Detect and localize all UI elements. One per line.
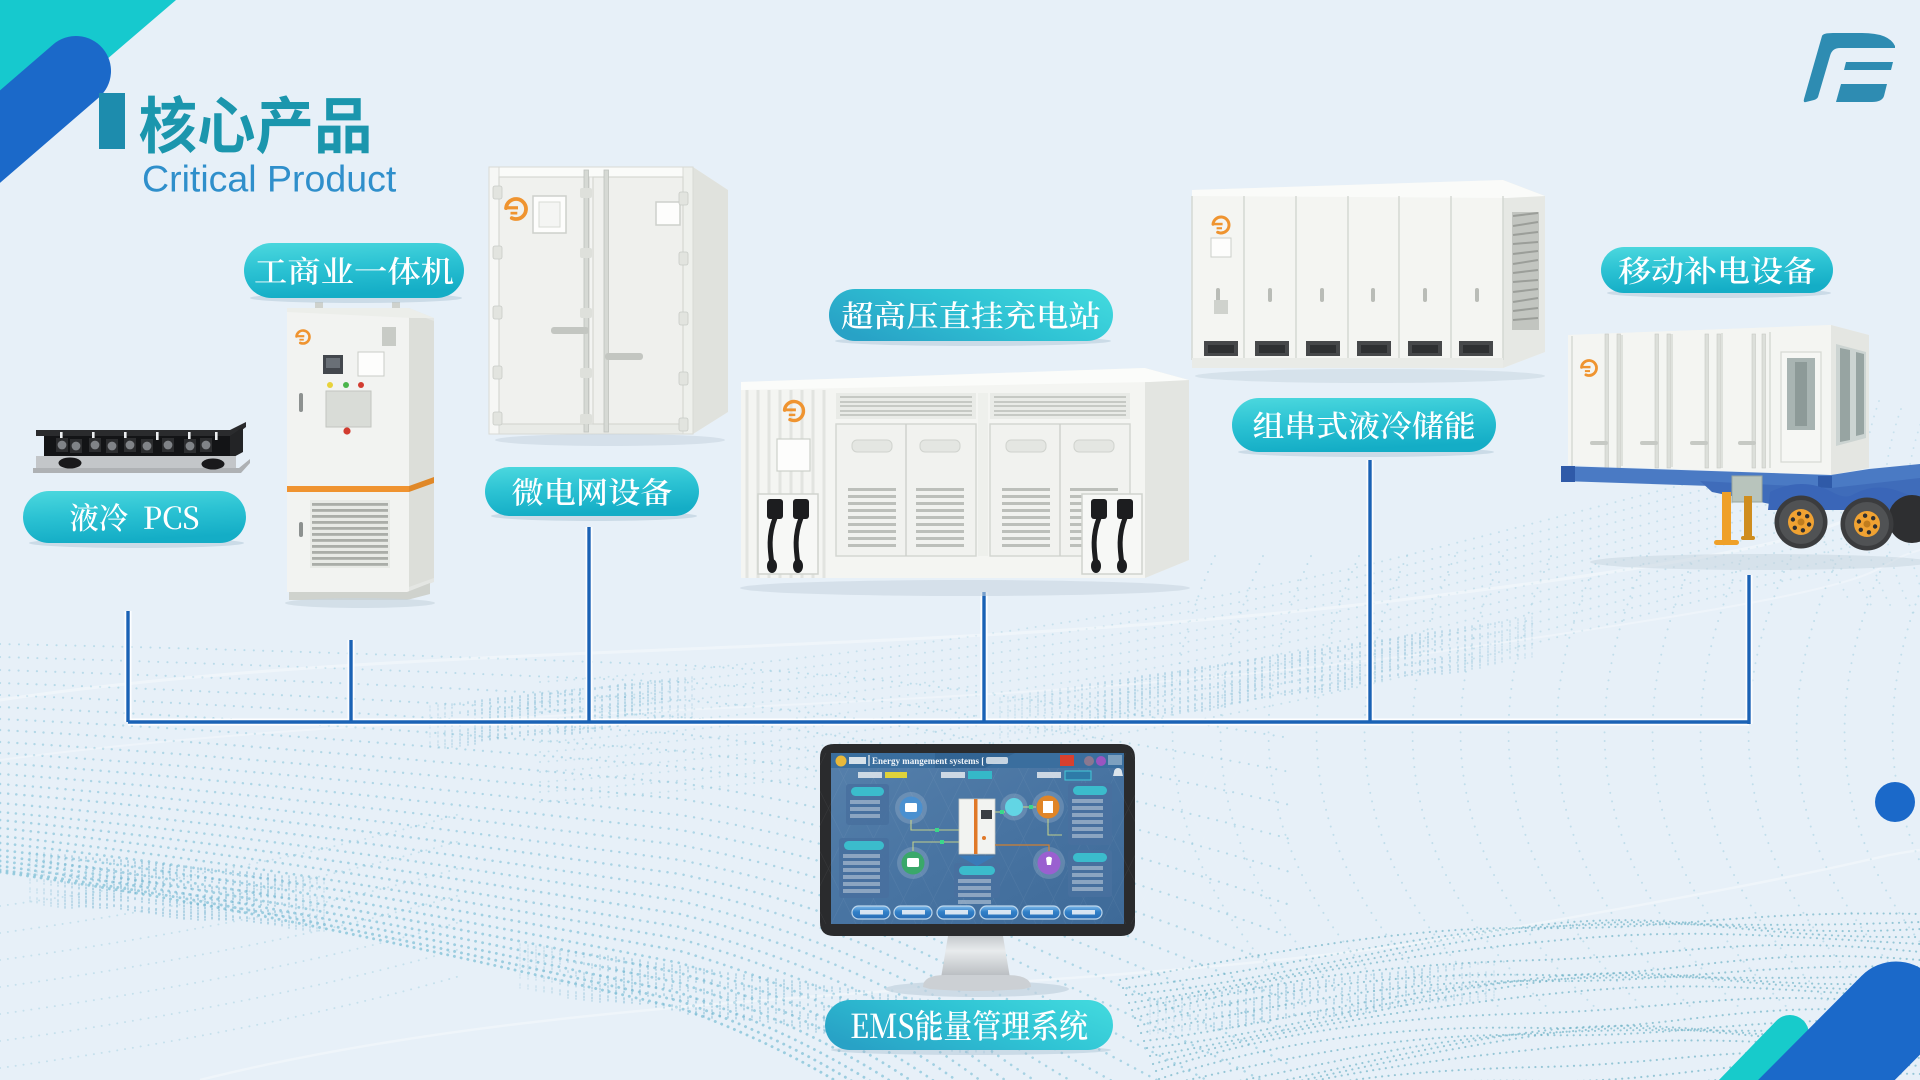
svg-text:Energy mangement systems [: Energy mangement systems [ bbox=[872, 756, 984, 766]
svg-text:Critical Product: Critical Product bbox=[142, 158, 397, 200]
